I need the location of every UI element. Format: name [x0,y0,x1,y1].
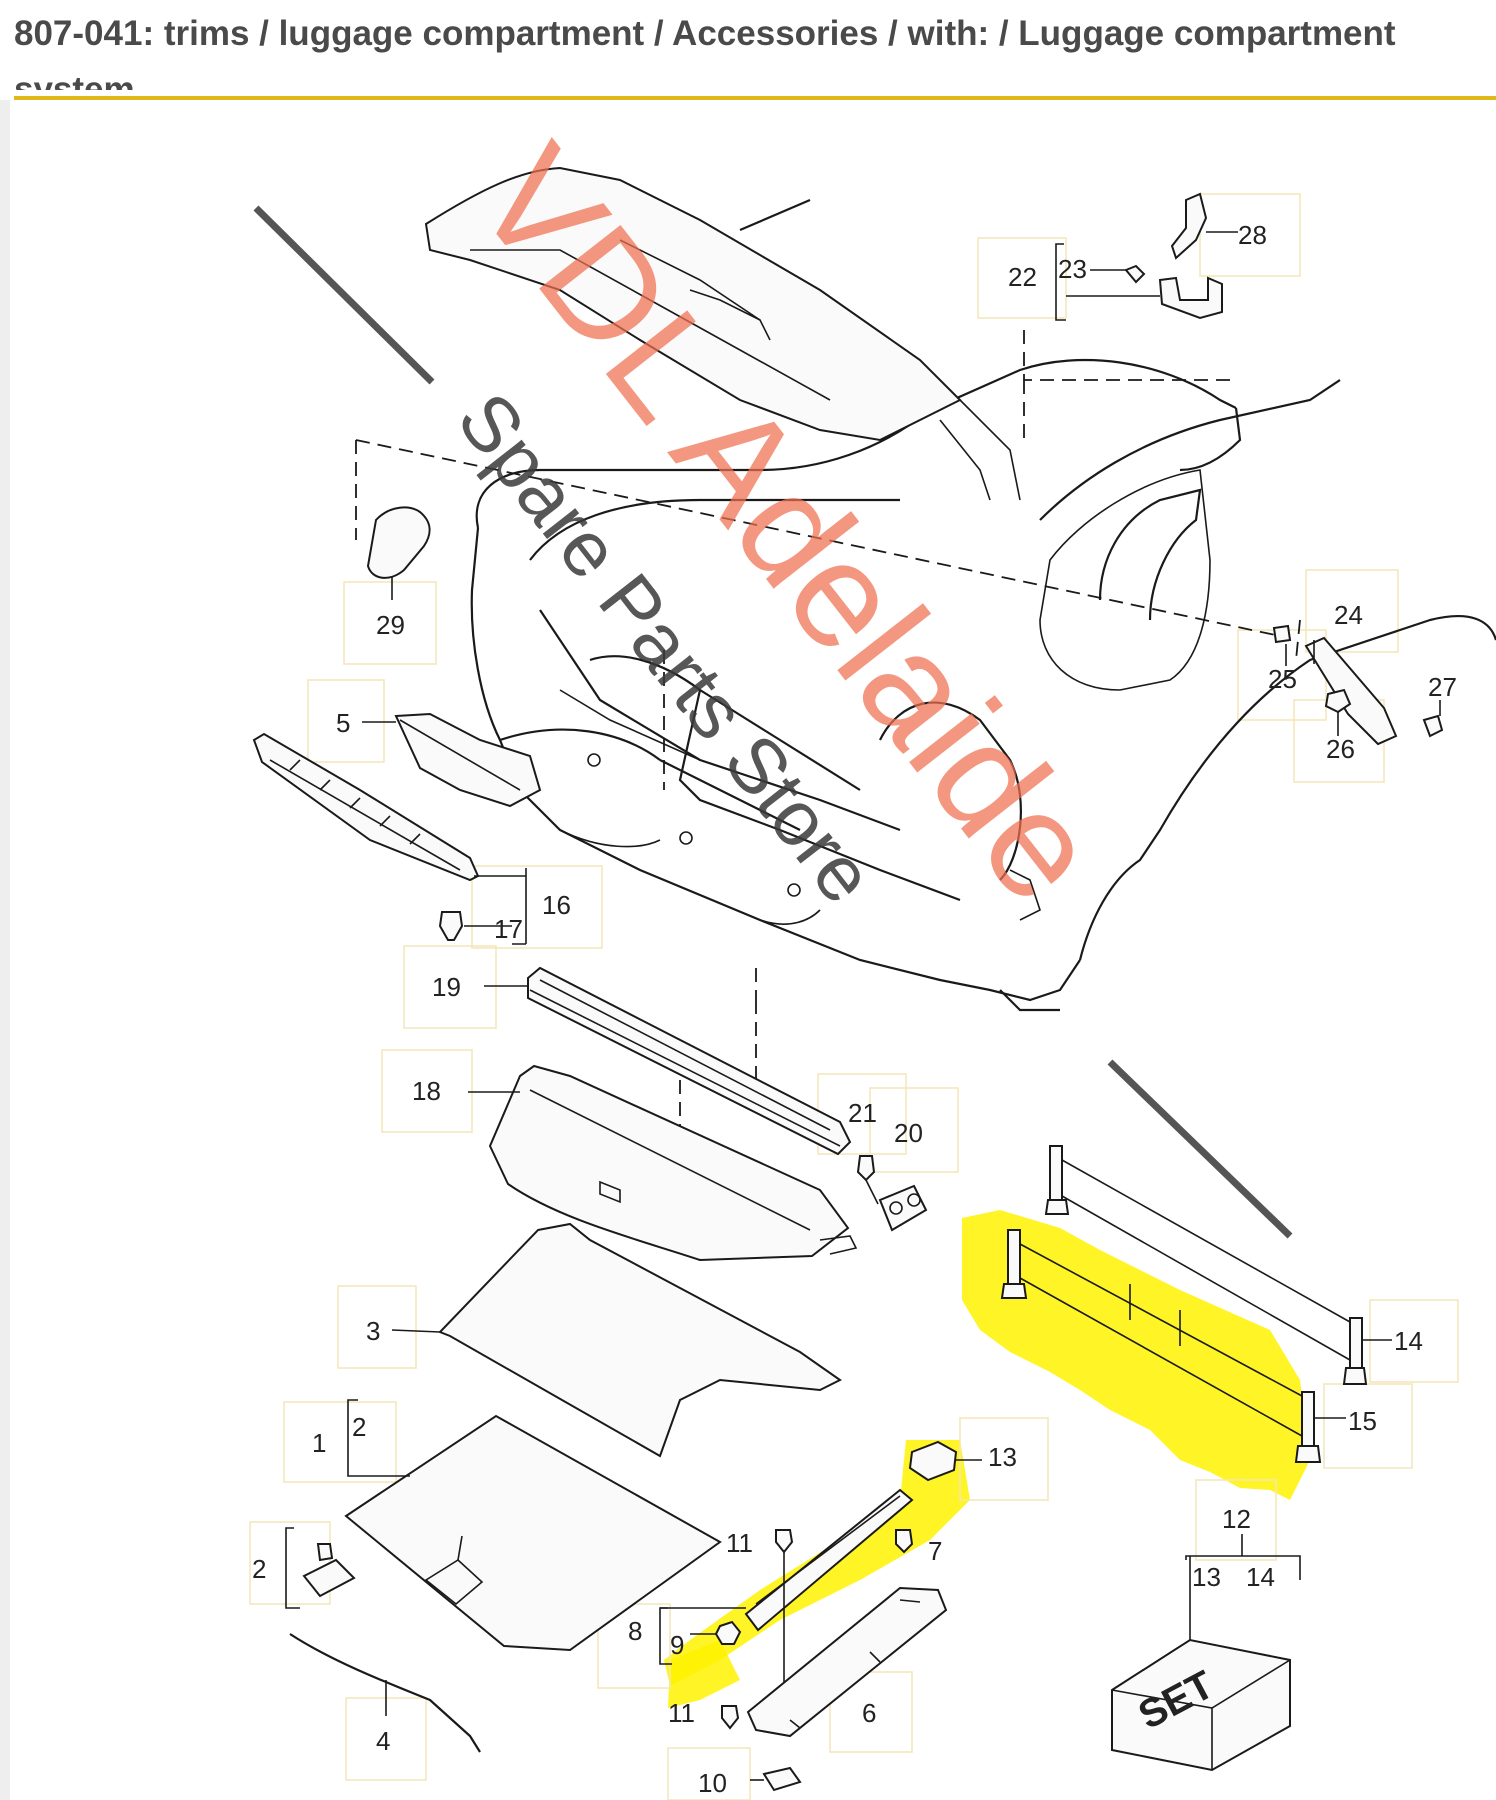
callout-11-upper: 11 [726,1528,753,1558]
part-10-bracket [762,1766,802,1792]
callout-25: 25 [1268,664,1297,694]
callout-19: 19 [432,972,461,1002]
part-24-hinge-arm [1304,636,1398,746]
callout-23: 23 [1058,254,1087,284]
callout-20: 20 [894,1118,923,1148]
callout-12: 12 [1222,1504,1251,1534]
part-4-strip [289,1633,481,1753]
part-28-bracket [1170,192,1208,260]
title-underline [14,96,1496,100]
callout-26: 26 [1326,734,1355,764]
decor-stroke-lower [1107,1059,1293,1239]
callout-numbers: 22 23 28 29 5 24 25 27 26 16 17 19 18 21… [252,220,1457,1798]
part-27-screw [1422,714,1444,738]
part-21-screw [856,1155,876,1182]
callout-5: 5 [336,708,350,738]
left-margin-shade [0,100,10,1800]
callout-4: 4 [376,1726,390,1756]
part-13-stopper [908,1440,958,1482]
callout-18: 18 [412,1076,441,1106]
callout-17: 17 [494,914,523,944]
highlight-rail-lower [668,1640,740,1708]
callout-11-lower: 11 [668,1698,695,1728]
set-box [1111,1534,1301,1772]
callout-13-set: 13 [1192,1562,1221,1592]
vehicle-rear-body [470,358,1496,1012]
part-20-plate [878,1184,928,1232]
callout-29: 29 [376,610,405,640]
callout-8: 8 [628,1616,642,1646]
part-25-nut [1272,624,1292,644]
callout-9: 9 [670,1630,684,1660]
callout-16: 16 [542,890,571,920]
part-6-trim-rail [746,1586,948,1738]
callout-14: 14 [1394,1326,1423,1356]
callout-24: 24 [1334,600,1363,630]
callout-6: 6 [862,1698,876,1728]
page-title-text: 807-041: trims / luggage compartment / A… [14,14,1396,90]
highlight-partition-net [962,1210,1310,1500]
callout-15: 15 [1348,1406,1377,1436]
callout-28: 28 [1238,220,1267,250]
callout-frames [249,193,1459,1800]
part-14-15-partition-net [1000,1145,1392,1463]
part-26-bushing [1324,688,1352,714]
callout-22: 22 [1008,262,1037,292]
callout-2: 2 [252,1554,266,1584]
callout-14-set: 14 [1246,1562,1275,1592]
decor-stroke-upper [253,205,435,385]
callout-10: 10 [698,1768,727,1798]
callout-27: 27 [1428,672,1457,702]
part-3-floor-mat [438,1222,842,1458]
part-22-hinge [1158,276,1223,320]
part-29-cover [366,506,431,579]
callout-1: 1 [312,1428,326,1458]
callout-7: 7 [928,1536,942,1566]
part-11-screw-upper [775,1529,794,1554]
part-7-screw [895,1529,914,1554]
part-23-nut [1124,264,1146,284]
tailgate [424,166,1021,501]
part-8-rail [744,1488,914,1632]
part-19-roller-housing [527,966,852,1156]
callout-21: 21 [848,1098,877,1128]
part-11-screw-lower [721,1705,740,1730]
callout-2-upper: 2 [352,1412,366,1442]
page-title: 807-041: trims / luggage compartment / A… [14,6,1494,90]
part-2-handle [302,1558,356,1598]
callout-3: 3 [366,1316,380,1346]
part-17-clip [438,911,464,941]
part-1-floor-cover [344,1414,722,1652]
callout-13: 13 [988,1442,1017,1472]
